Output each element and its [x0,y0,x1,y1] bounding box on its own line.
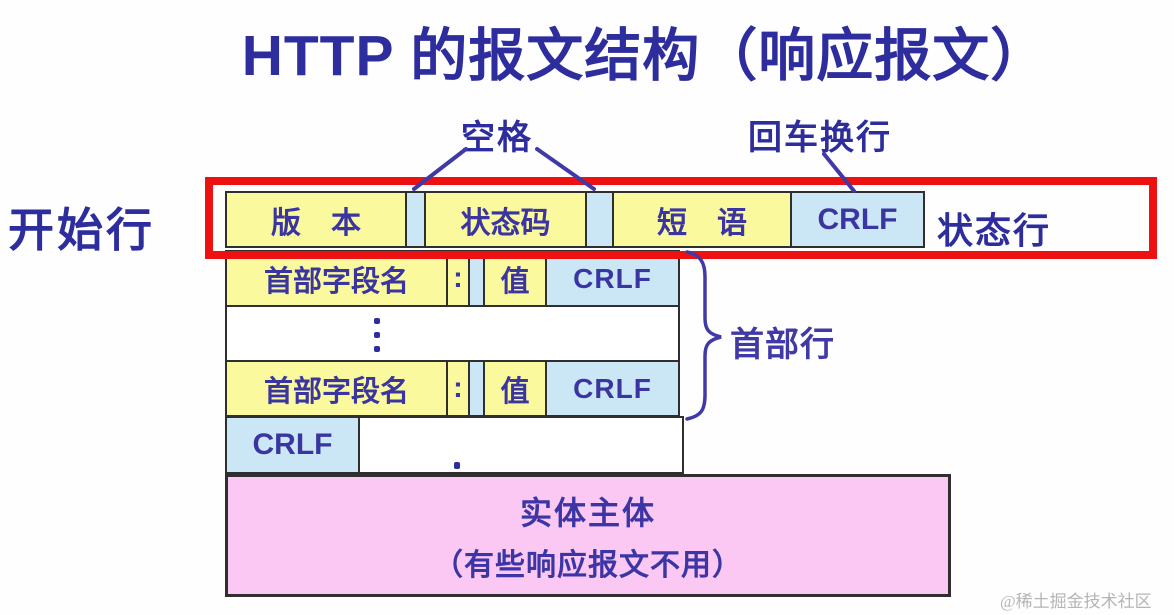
space-annotation-label: 空格 [461,119,533,157]
header-gap [470,362,483,415]
version-box: 版 本 [227,193,407,246]
start-line-label: 开始行 [8,204,155,256]
header-crlf-box: CRLF [547,362,678,415]
header-crlf-box: CRLF [547,252,678,305]
header-lines-brace [685,250,722,421]
phrase-box: 短 语 [612,193,792,246]
status-crlf-box: CRLF [792,193,923,246]
space-gap-1 [407,193,424,246]
space-connector-line-left [412,147,468,191]
header-row-1: 首部字段名 : 值 CRLF [225,250,680,307]
blank-area [360,418,682,472]
header-field-name-box: 首部字段名 [227,252,448,305]
value-box: 值 [483,252,547,305]
page-title: HTTP 的报文结构（响应报文） [241,24,1049,88]
space-connector-line-right [535,147,596,191]
colon-box: : [448,252,470,305]
vertical-ellipsis [374,318,380,352]
header-field-name-box: 首部字段名 [227,362,448,415]
header-lines-label: 首部行 [730,326,835,364]
status-line-label: 状态行 [937,210,1052,251]
entity-body-title: 实体主体 [519,494,656,531]
crlf-annotation-label: 回车换行 [748,119,892,157]
status-line-row: 版 本 状态码 短 语 CRLF [225,191,925,248]
colon-box: : [448,362,470,415]
value-box: 值 [483,362,547,415]
continuation-dot [454,462,460,469]
blank-crlf-box: CRLF [227,418,360,472]
ellipsis-row [225,305,680,362]
header-gap [470,252,483,305]
entity-body-box: 实体主体 （有些响应报文不用） [225,474,951,597]
header-row-2: 首部字段名 : 值 CRLF [225,360,680,417]
crlf-connector-line [822,152,856,193]
watermark: @稀土掘金技术社区 [1000,592,1152,611]
entity-body-note: （有些响应报文不用） [433,548,743,582]
status-code-box: 状态码 [424,193,587,246]
space-gap-2 [587,193,612,246]
